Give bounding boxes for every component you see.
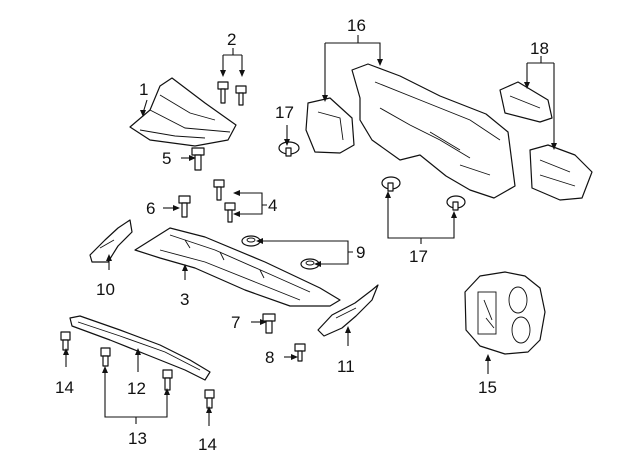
callout-3: 3 bbox=[180, 290, 189, 309]
part-6-bolt bbox=[178, 195, 191, 218]
part-10-bracket bbox=[89, 219, 133, 263]
callout-labels: 1 2 3 4 5 6 7 8 9 10 11 12 13 14 14 15 1… bbox=[55, 16, 549, 454]
callout-4: 4 bbox=[268, 196, 277, 215]
callout-2: 2 bbox=[227, 30, 236, 49]
part-11-side-bracket bbox=[317, 284, 379, 337]
callout-7: 7 bbox=[231, 313, 240, 332]
part-4-bolts bbox=[213, 179, 236, 223]
callout-6: 6 bbox=[146, 199, 155, 218]
arrow-heads bbox=[63, 59, 557, 413]
callout-14-left: 14 bbox=[55, 378, 74, 397]
part-7-bolt bbox=[262, 313, 276, 334]
callout-11: 11 bbox=[337, 357, 355, 376]
part-3-cowl-top-panel bbox=[134, 227, 341, 307]
part-5-bolt bbox=[191, 147, 205, 171]
part-17-push-pins bbox=[278, 141, 466, 211]
callout-1: 1 bbox=[139, 80, 148, 99]
callout-5: 5 bbox=[162, 149, 171, 168]
part-18-insulator-pads bbox=[499, 81, 593, 201]
callout-15: 15 bbox=[478, 378, 497, 397]
part-9-grommets bbox=[241, 235, 320, 270]
callout-9: 9 bbox=[356, 243, 365, 262]
callout-16: 16 bbox=[347, 16, 366, 35]
part-15-access-cover bbox=[464, 271, 546, 355]
callout-8: 8 bbox=[265, 348, 274, 367]
callout-18: 18 bbox=[530, 39, 549, 58]
part-2-bolts bbox=[217, 81, 247, 106]
callout-14-bottom: 14 bbox=[198, 435, 217, 454]
callout-13: 13 bbox=[128, 429, 147, 448]
part-8-bolt bbox=[294, 343, 306, 362]
part-16-dash-insulators bbox=[305, 63, 516, 199]
callout-17-lower: 17 bbox=[409, 247, 428, 266]
callout-12: 12 bbox=[127, 379, 146, 398]
part-1-cowl-side-panel bbox=[129, 77, 237, 147]
callout-10: 10 bbox=[96, 280, 115, 299]
callout-17-upper: 17 bbox=[275, 103, 294, 122]
part-12-reinforcement bbox=[69, 315, 211, 381]
